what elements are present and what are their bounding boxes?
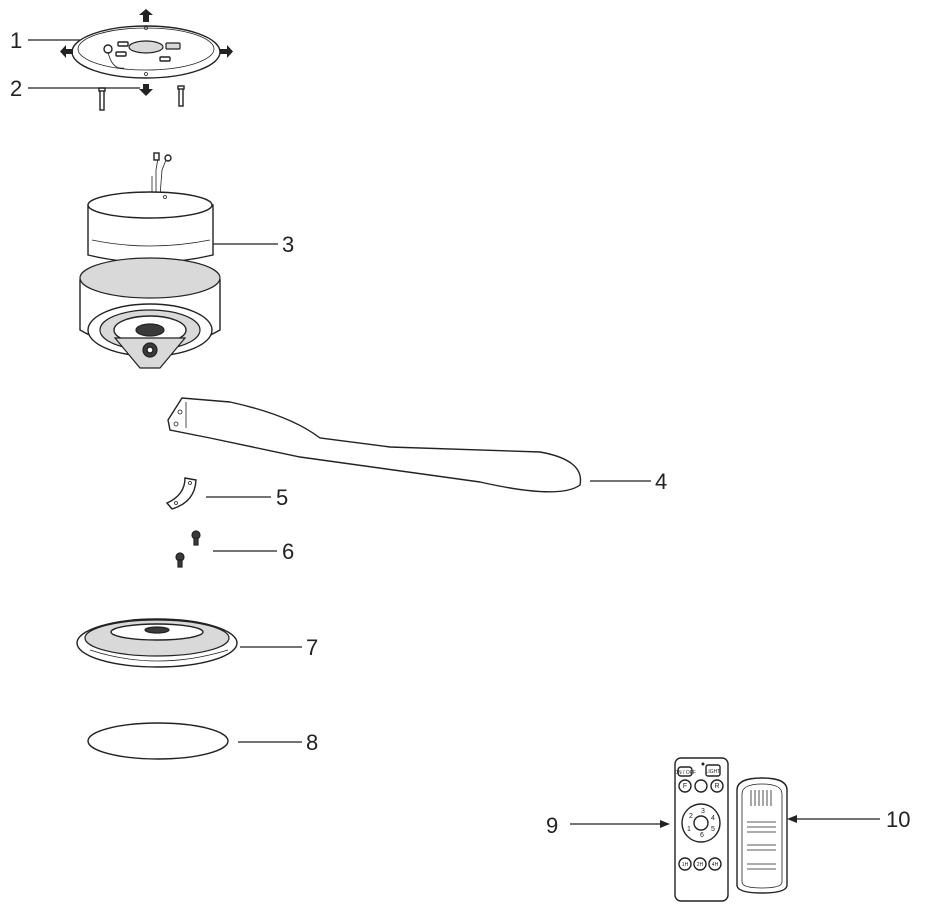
remote-btn-4h: 4H	[712, 862, 719, 868]
callout-6: 6	[282, 539, 294, 564]
holder-vent-lines	[747, 790, 776, 870]
remote-btn-f: F	[683, 783, 687, 790]
callout-1: 1	[10, 28, 22, 53]
remote-button-labels: ON / OFF LIGHT F R 3 2 4 1 5 6 1H 2H 4H	[674, 769, 720, 868]
remote-btn-3: 3	[701, 808, 705, 815]
remote-btn-1: 1	[687, 826, 691, 833]
remote-btn-2h: 2H	[697, 862, 704, 868]
callout-3: 3	[282, 232, 294, 257]
remote-btn-1h: 1H	[682, 862, 689, 868]
arrow-icon-left	[60, 45, 73, 58]
callout-5: 5	[276, 485, 288, 510]
callout-numbers: 1 2 3 4 5 6 7 8 9 10	[10, 28, 910, 838]
arrow-icon-down	[139, 84, 153, 96]
callout-8: 8	[306, 730, 318, 755]
part-remote-holder	[736, 777, 788, 894]
part-motor-housing	[79, 152, 221, 369]
remote-btn-light: LIGHT	[706, 769, 721, 775]
remote-btn-6: 6	[700, 832, 704, 839]
part-glass-diffuser	[87, 722, 229, 760]
part-fan-blade	[167, 397, 582, 493]
remote-btn-r: R	[714, 783, 719, 790]
arrow-icon-up	[139, 9, 153, 22]
remote-btn-4: 4	[711, 815, 715, 822]
leader-lines	[28, 39, 880, 828]
arrow-icon-right	[220, 45, 233, 58]
part-blade-screws	[175, 530, 201, 568]
callout-9: 9	[546, 813, 558, 838]
callout-4: 4	[655, 469, 667, 494]
part-remote-control	[674, 757, 729, 902]
callout-2: 2	[10, 76, 22, 101]
part-mounting-plate	[71, 25, 221, 79]
remote-btn-5: 5	[711, 826, 715, 833]
callout-10: 10	[886, 807, 910, 832]
remote-btn-2: 2	[689, 813, 693, 820]
callout-7: 7	[306, 635, 318, 660]
part-light-cover	[76, 618, 238, 668]
remote-btn-onoff: ON / OFF	[674, 770, 696, 776]
part-blade-bracket	[165, 477, 197, 510]
